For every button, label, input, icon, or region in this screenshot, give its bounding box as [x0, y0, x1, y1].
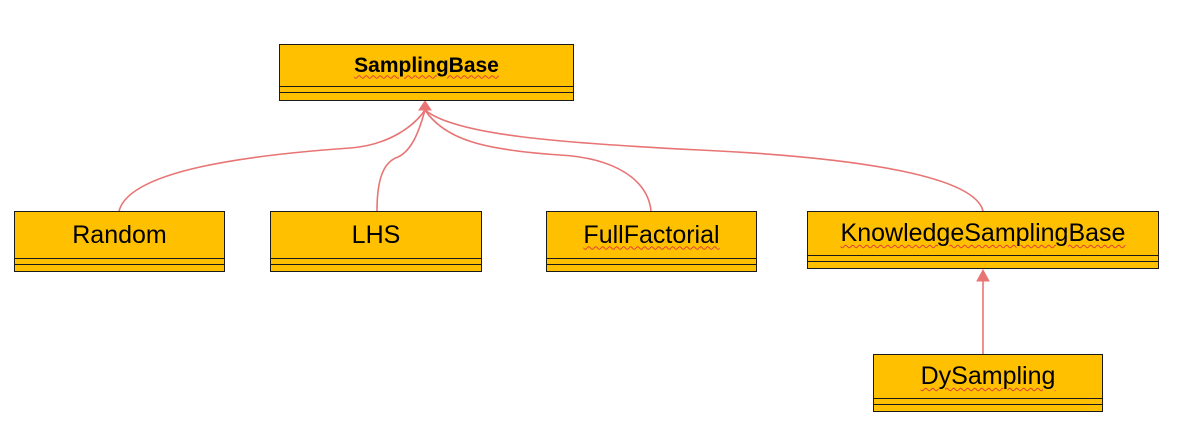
class-name: SamplingBase	[354, 53, 499, 77]
class-name: Random	[72, 220, 167, 249]
attributes-compartment	[808, 256, 1158, 262]
operations-compartment	[808, 262, 1158, 268]
class-box-random[interactable]: Random	[14, 211, 225, 272]
class-name: FullFactorial	[583, 220, 720, 249]
connector-fullfactorial-to-samplingbase	[424, 109, 652, 212]
class-box-dysampling[interactable]: DySampling	[873, 354, 1103, 412]
class-name-cell: KnowledgeSamplingBase	[808, 212, 1158, 256]
operations-compartment	[280, 93, 573, 99]
class-name-cell: SamplingBase	[280, 45, 573, 87]
operations-compartment	[271, 265, 481, 271]
class-name-cell: FullFactorial	[547, 212, 756, 259]
connector-knowledge-to-samplingbase	[424, 109, 984, 212]
operations-compartment	[547, 265, 756, 271]
attributes-compartment	[874, 399, 1102, 405]
connector-random-to-samplingbase	[118, 109, 426, 212]
class-box-samplingbase[interactable]: SamplingBase	[279, 44, 574, 101]
class-name: KnowledgeSamplingBase	[840, 219, 1126, 247]
operations-compartment	[15, 265, 224, 271]
class-name-cell: LHS	[271, 212, 481, 259]
inheritance-arrowhead-icon	[418, 100, 432, 111]
class-box-knowledgesamplingbase[interactable]: KnowledgeSamplingBase	[807, 211, 1159, 269]
class-name: LHS	[351, 220, 401, 249]
inheritance-arrowhead-icon	[976, 268, 990, 282]
connector-lhs-to-samplingbase	[376, 109, 426, 212]
class-name-cell: DySampling	[874, 355, 1102, 399]
attributes-compartment	[280, 87, 573, 93]
attributes-compartment	[15, 259, 224, 265]
class-box-lhs[interactable]: LHS	[270, 211, 482, 272]
class-name: DySampling	[920, 362, 1056, 390]
class-name-cell: Random	[15, 212, 224, 259]
attributes-compartment	[547, 259, 756, 265]
class-box-fullfactorial[interactable]: FullFactorial	[546, 211, 757, 272]
attributes-compartment	[271, 259, 481, 265]
operations-compartment	[874, 405, 1102, 411]
